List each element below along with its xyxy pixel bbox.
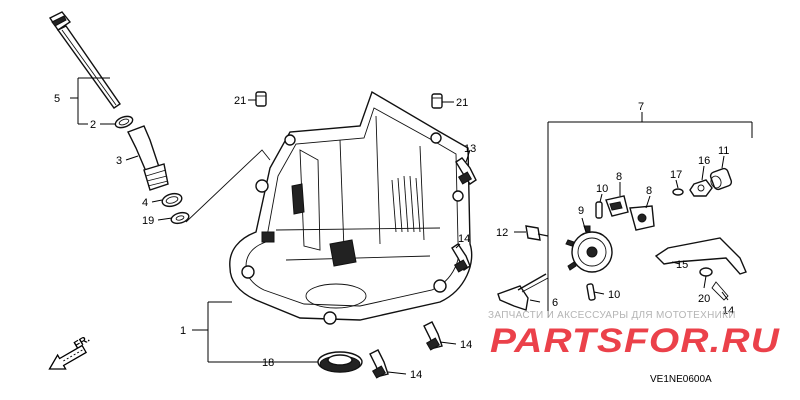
front-direction-label: FR. — [72, 334, 92, 352]
callout-7: 7 — [638, 101, 644, 113]
dowel-pins-drawing — [255, 91, 443, 109]
callout-17: 18 — [262, 357, 274, 369]
callout-9: 9 — [578, 205, 584, 217]
callout-1: 1 — [180, 325, 186, 337]
arrow-left-icon — [48, 344, 88, 370]
callout-8-a: 8 — [616, 171, 622, 183]
callout-labels: 5 2 3 4 19 21 21 13 14 14 14 1 18 7 12 6… — [54, 93, 734, 381]
callout-11: 11 — [718, 145, 729, 157]
governor-assembly-drawing — [497, 167, 747, 311]
callout-16: 17 — [670, 169, 682, 181]
callout-19: 20 — [698, 293, 710, 305]
callout-10-b: 10 — [608, 289, 620, 301]
callout-13: 12 — [496, 227, 508, 239]
callout-8-b: 8 — [646, 185, 652, 197]
callout-21-right: 21 — [456, 97, 468, 109]
callout-2: 2 — [90, 119, 96, 131]
callout-14-b: 14 — [458, 233, 470, 245]
crankcase-cover-drawing — [229, 90, 473, 325]
callout-6: 6 — [552, 297, 558, 309]
watermark-subtitle: ЗАПЧАСТИ И АКСЕССУАРЫ ДЛЯ МОТОТЕХНИКИ — [488, 310, 736, 321]
callout-3: 3 — [116, 155, 122, 167]
callout-21-left: 21 — [234, 95, 246, 107]
oil-seal-drawing — [317, 351, 363, 373]
callout-4: 4 — [142, 197, 148, 209]
callout-18: 19 — [142, 215, 154, 227]
callout-12: 15 — [676, 259, 688, 271]
flange-bolts-drawing — [369, 157, 477, 379]
dipstick-assembly-drawing — [48, 11, 271, 225]
diagram-code: VE1NE0600A — [650, 374, 712, 385]
callout-10-a: 10 — [596, 183, 608, 195]
callout-15: 16 — [698, 155, 710, 167]
callout-14-d: 14 — [410, 369, 422, 381]
callout-5: 5 — [54, 93, 60, 105]
callout-14-a: 13 — [464, 143, 476, 155]
callout-20: 14 — [722, 305, 734, 317]
watermark-brand: PARTSFOR.RU — [490, 322, 781, 360]
callout-14-c: 14 — [460, 339, 472, 351]
front-direction-arrow — [48, 344, 88, 370]
leader-lines — [70, 77, 753, 375]
